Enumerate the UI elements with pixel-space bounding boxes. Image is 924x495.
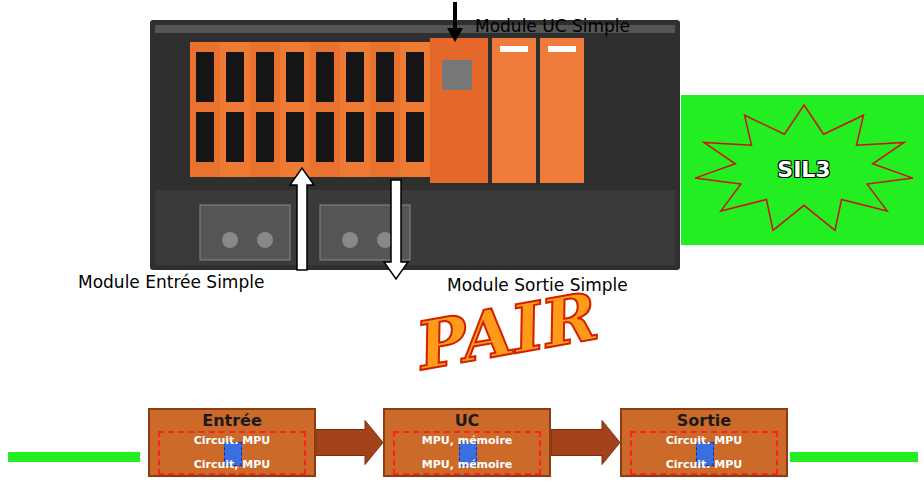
chip-gap — [397, 448, 537, 458]
box-line: Circuit. MPU — [634, 434, 774, 448]
box-heading: Sortie — [622, 410, 786, 430]
module-box: EntréeCircuit. MPU Circuit, MPU — [148, 408, 316, 477]
box-line: MPU, mémoire — [397, 434, 537, 448]
module-caption: Module Entrée Simple — [78, 272, 264, 292]
module-box: SortieCircuit. MPU Circuit. MPU — [620, 408, 788, 477]
box-line: MPU, mémoire — [397, 458, 537, 472]
box-line: Circuit, MPU — [162, 458, 302, 472]
box-line: Circuit. MPU — [634, 458, 774, 472]
stamp-text: PAIR — [411, 277, 604, 385]
dashed-group: MPU, mémoireMPU, mémoire — [393, 431, 541, 475]
flow-arrow — [551, 421, 620, 465]
box-line: Circuit. MPU — [162, 434, 302, 448]
badge-text-wrap: SIL3 — [692, 103, 916, 235]
chip-gap — [634, 448, 774, 458]
dashed-group: Circuit. MPU Circuit. MPU — [630, 431, 778, 475]
box-heading: UC — [385, 410, 549, 430]
flow-arrow — [316, 421, 383, 465]
dashed-group: Circuit. MPU Circuit, MPU — [158, 431, 306, 475]
chip-gap — [162, 448, 302, 458]
starburst-badge: SIL3 — [692, 103, 916, 235]
module-box: UCMPU, mémoireMPU, mémoire — [383, 408, 551, 477]
box-heading: Entrée — [150, 410, 314, 430]
module-caption: Module UC Simple — [475, 16, 630, 36]
badge-text: SIL3 — [777, 157, 830, 182]
